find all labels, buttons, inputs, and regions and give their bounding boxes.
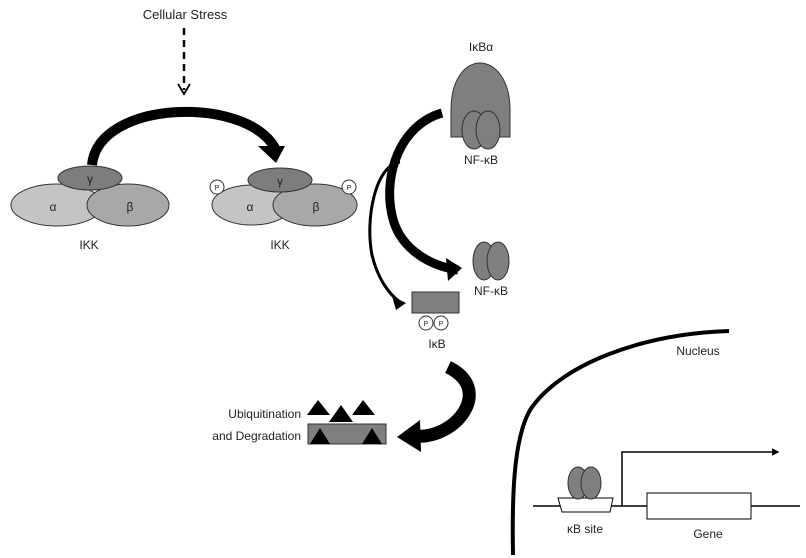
ikk-left-label: IKK xyxy=(79,238,98,252)
ikb-protein xyxy=(411,291,460,314)
ikba-label: IκBα xyxy=(469,40,493,54)
ubiquitination-label-line1: Ubiquitination xyxy=(228,407,301,421)
gene-box xyxy=(646,492,752,520)
phosphate-group xyxy=(433,315,449,331)
ikb-phosphorylated: P P IκB xyxy=(411,291,460,351)
ikba-nfkb-complex: IκBα NF-κB xyxy=(450,40,511,167)
gene-locus: κB site Gene xyxy=(533,448,800,541)
beta-label: β xyxy=(313,200,320,214)
nucleus-label: Nucleus xyxy=(676,344,719,358)
dissociation-arrows xyxy=(368,108,462,310)
degradation-arrow xyxy=(397,361,476,452)
svg-text:P: P xyxy=(439,321,444,328)
alpha-label: α xyxy=(247,200,254,214)
alpha-label: α xyxy=(50,200,57,214)
transcription-arrow xyxy=(621,448,780,506)
phosphate-group xyxy=(418,315,434,331)
ubiquitin-mark xyxy=(310,428,330,444)
activation-arrow xyxy=(87,106,285,166)
ikk-right-label: IKK xyxy=(270,238,289,252)
gene-label: Gene xyxy=(693,527,723,541)
svg-text:P: P xyxy=(347,185,352,192)
ikk-complex-inactive: α β γ IKK xyxy=(10,165,170,252)
kb-site-box xyxy=(557,497,614,513)
ubiquitin-mark xyxy=(329,405,353,422)
ikk-gamma-subunit xyxy=(247,167,313,193)
svg-text:P: P xyxy=(215,185,220,192)
ubiquitin-mark xyxy=(307,400,330,415)
nfkb-subunit xyxy=(486,241,510,281)
ubiquitin-mark xyxy=(362,428,382,444)
nfkb-subunit xyxy=(475,110,501,150)
ubiquitin-mark xyxy=(352,400,375,415)
phosphate-group xyxy=(341,179,357,195)
ubiquitination-label-line2: and Degradation xyxy=(212,429,301,443)
dashed-arrow xyxy=(177,28,191,96)
gamma-label: γ xyxy=(277,174,283,188)
ikk-beta-subunit xyxy=(272,183,358,227)
ubiquitinated-ikb: Ubiquitination and Degradation xyxy=(212,400,387,445)
nfkb-free: NF-κB xyxy=(472,241,510,298)
ikk-complex-active: α β γ P P IKK xyxy=(209,167,358,252)
nucleus-membrane: Nucleus xyxy=(510,329,730,556)
nfkb-subunit xyxy=(580,466,602,500)
gamma-label: γ xyxy=(87,172,93,186)
svg-text:P: P xyxy=(424,321,429,328)
ikk-gamma-subunit xyxy=(57,165,123,191)
ikk-beta-subunit xyxy=(86,183,170,227)
beta-label: β xyxy=(127,200,134,214)
kb-site-label: κB site xyxy=(567,522,603,536)
stimulus-label: Cellular Stress xyxy=(143,7,228,22)
ikb-label: IκB xyxy=(428,337,445,351)
phosphate-group xyxy=(209,179,225,195)
nfkb-free-label: NF-κB xyxy=(474,284,508,298)
nfkb-complex-label: NF-κB xyxy=(464,153,498,167)
